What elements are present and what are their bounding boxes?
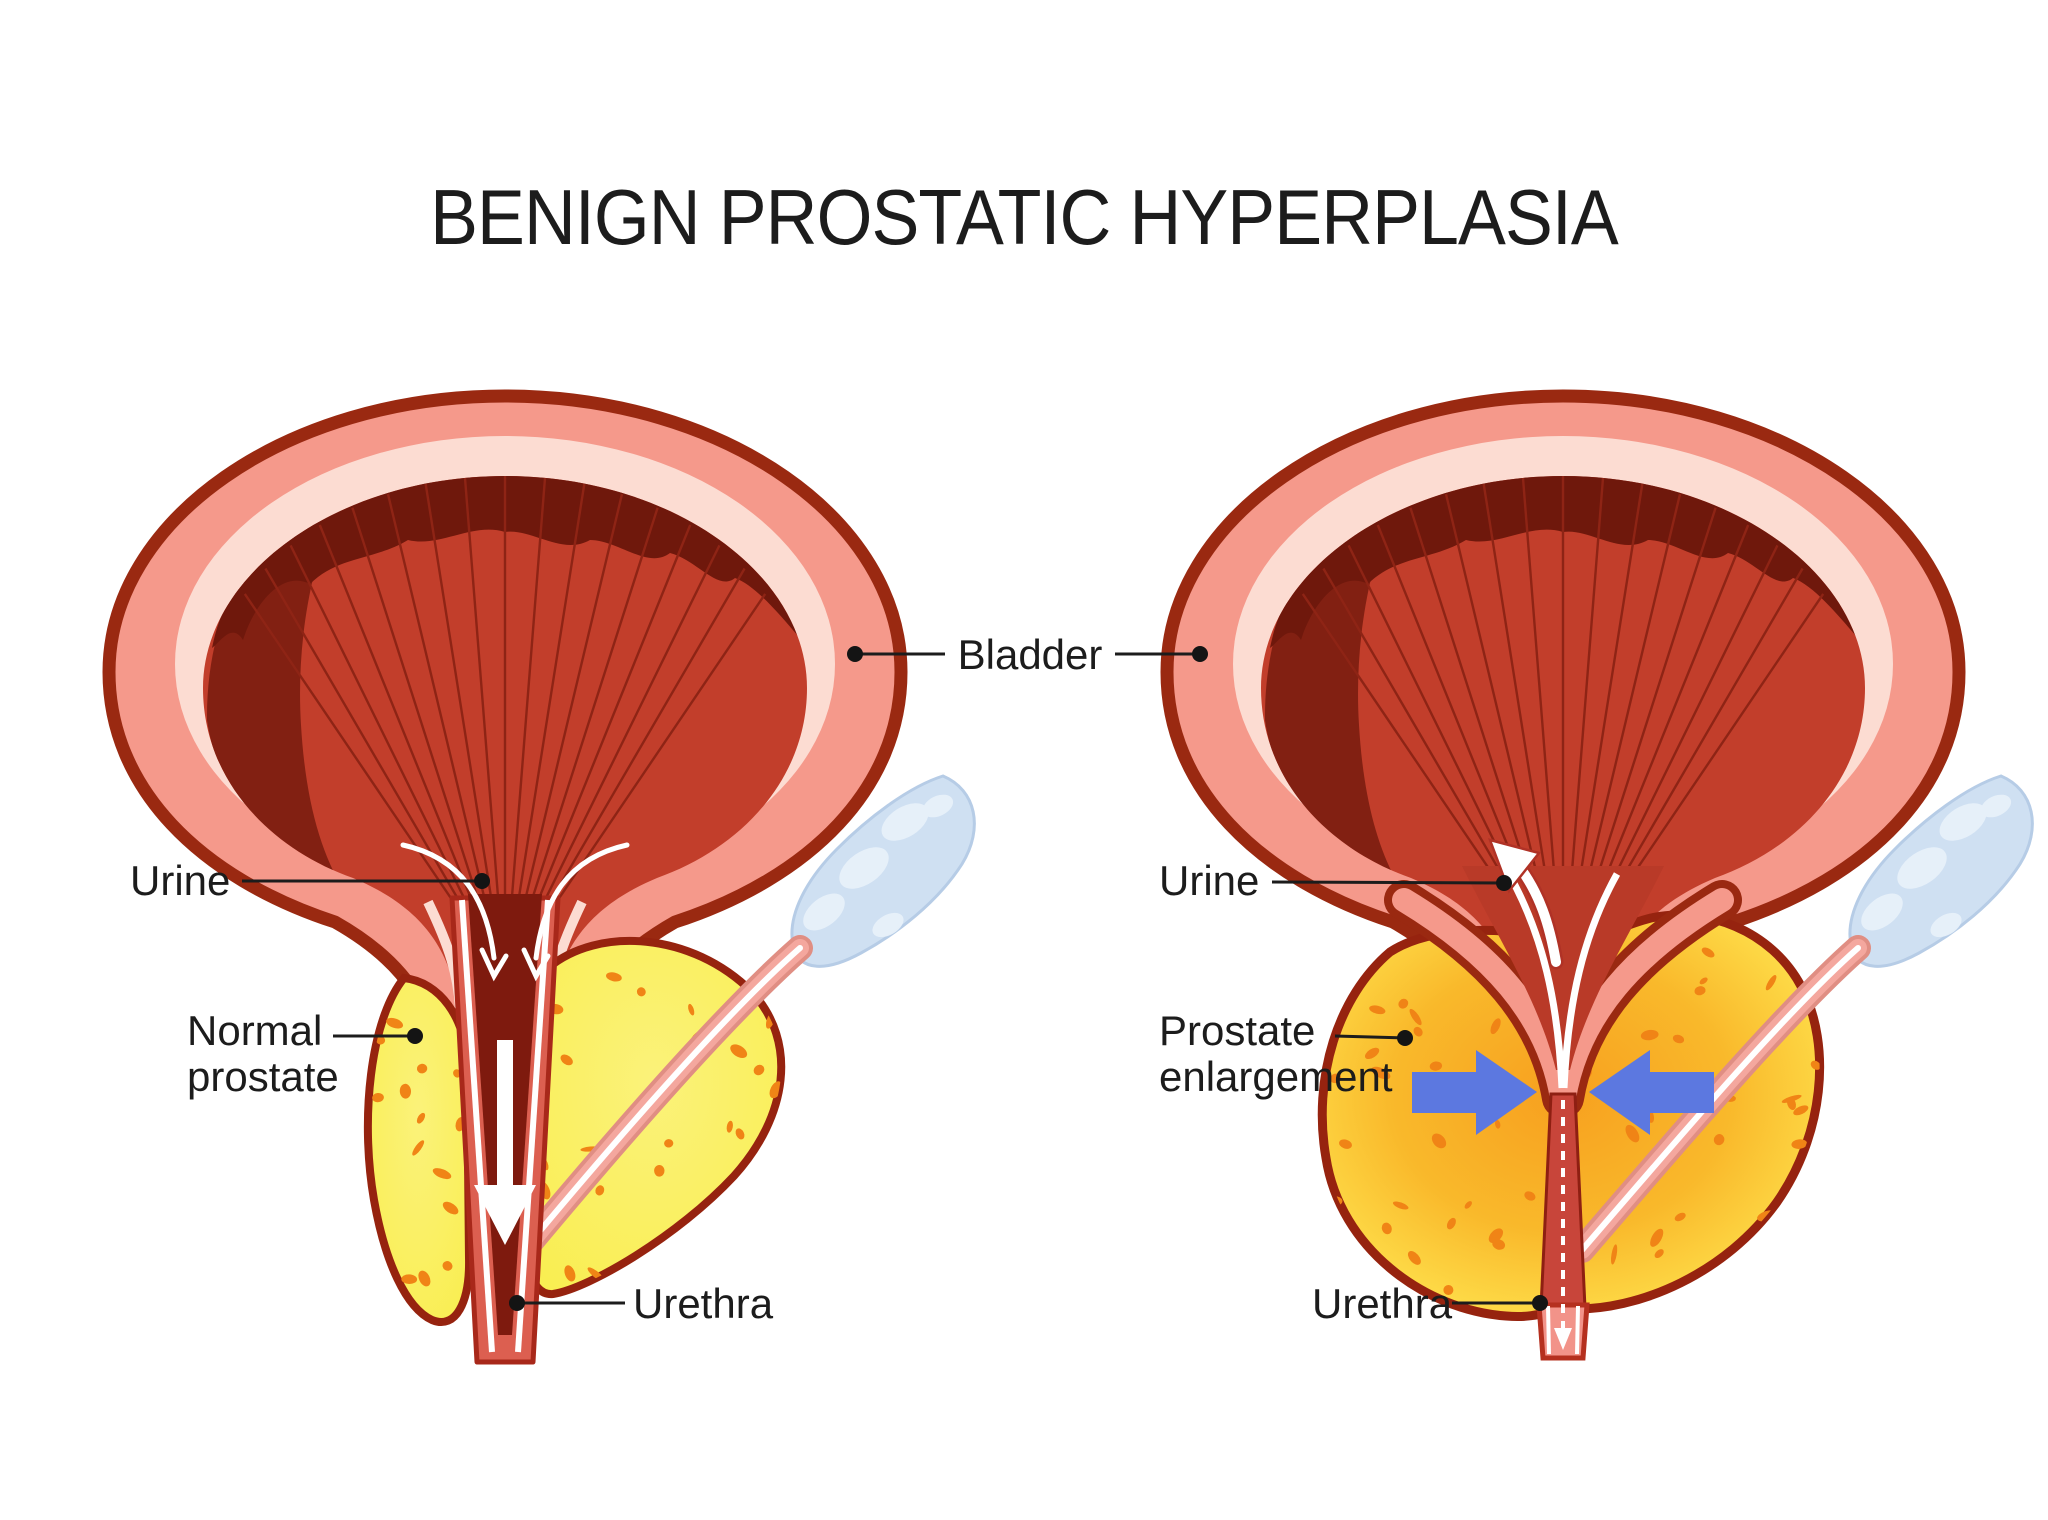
label-urethra-left: Urethra (633, 1280, 774, 1327)
label-urine-left: Urine (130, 857, 231, 904)
urine-channel-pinched (1505, 872, 1621, 1089)
prostate-speckles (372, 988, 470, 1287)
vas-deferens-duct (516, 935, 813, 1257)
urine-flow-curved-arrows (400, 842, 630, 982)
label-normal-prostate-line1: Normal (187, 1007, 323, 1054)
muscle-wedge (1462, 866, 1664, 1070)
restricted-flow-dashed-line (1554, 1100, 1572, 1350)
label-prostate-enlargement-line1: Prostate (1159, 1007, 1316, 1054)
compression-arrows (1412, 1050, 1714, 1135)
label-prostate-enlargement: Prostate enlargement (1159, 1008, 1392, 1100)
urine-flow-down-arrow (474, 1040, 536, 1245)
label-normal-prostate: Normal prostate (187, 1008, 339, 1100)
urine-reflux-arrow (1487, 838, 1564, 970)
label-normal-prostate-line2: prostate (187, 1053, 339, 1100)
vas-deferens-duct (1569, 935, 1871, 1263)
bladder-neck-compressed (1384, 880, 1742, 1118)
label-bladder: Bladder (957, 631, 1103, 678)
page-title: BENIGN PROSTATIC HYPERPLASIA (430, 173, 1619, 261)
label-urethra-right: Urethra (1312, 1280, 1453, 1327)
diagram-enlarged-prostate (1167, 396, 2034, 1361)
leader-lines (242, 646, 1548, 1311)
diagram-normal-prostate (109, 396, 976, 1365)
label-urine-right: Urine (1159, 857, 1260, 904)
label-prostate-enlargement-line2: enlargement (1159, 1053, 1393, 1100)
